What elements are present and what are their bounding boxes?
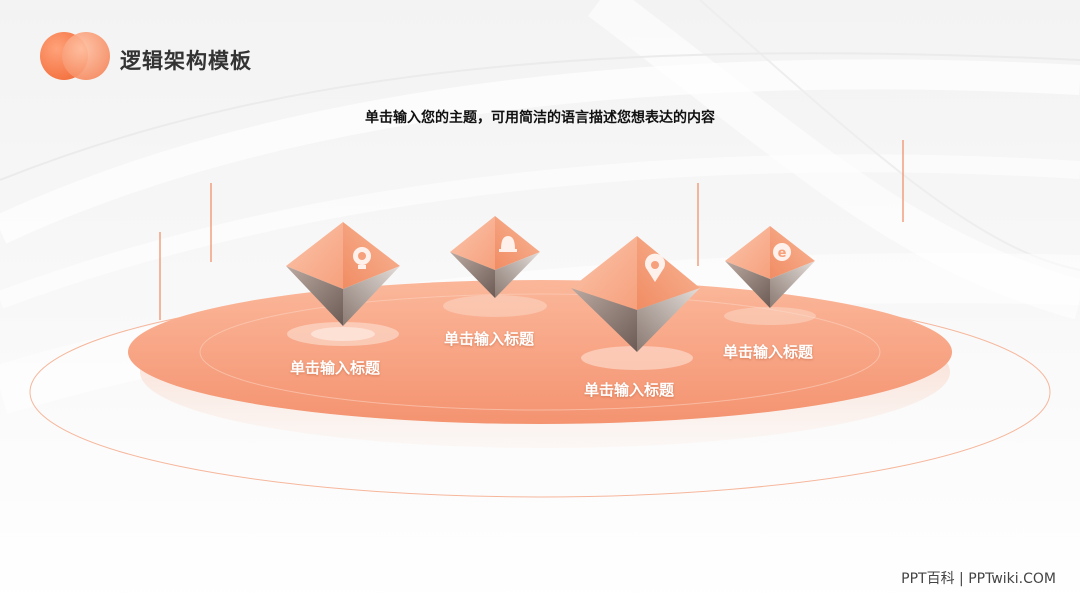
page-subtitle: 单击输入您的主题，可用简洁的语言描述您想表达的内容 xyxy=(365,110,715,126)
item-label-2[interactable]: 单击输入标题 xyxy=(444,330,535,348)
browser-e-icon: e xyxy=(773,243,791,261)
diamond-3 xyxy=(571,236,700,352)
bell-icon xyxy=(499,236,517,252)
svg-text:e: e xyxy=(778,246,787,261)
footer-watermark: PPT百科 | PPTwiki.COM xyxy=(901,571,1056,587)
diamond-1 xyxy=(286,222,400,326)
location-pin-icon xyxy=(645,253,665,282)
logo-circles xyxy=(40,30,110,82)
page-title: 逻辑架构模板 xyxy=(120,49,252,73)
item-label-4[interactable]: 单击输入标题 xyxy=(723,343,814,361)
diamond-4 xyxy=(725,226,815,308)
item-label-1[interactable]: 单击输入标题 xyxy=(290,359,381,377)
diamond-2 xyxy=(450,216,540,298)
item-label-3[interactable]: 单击输入标题 xyxy=(584,381,675,399)
bulb-icon xyxy=(353,247,371,269)
